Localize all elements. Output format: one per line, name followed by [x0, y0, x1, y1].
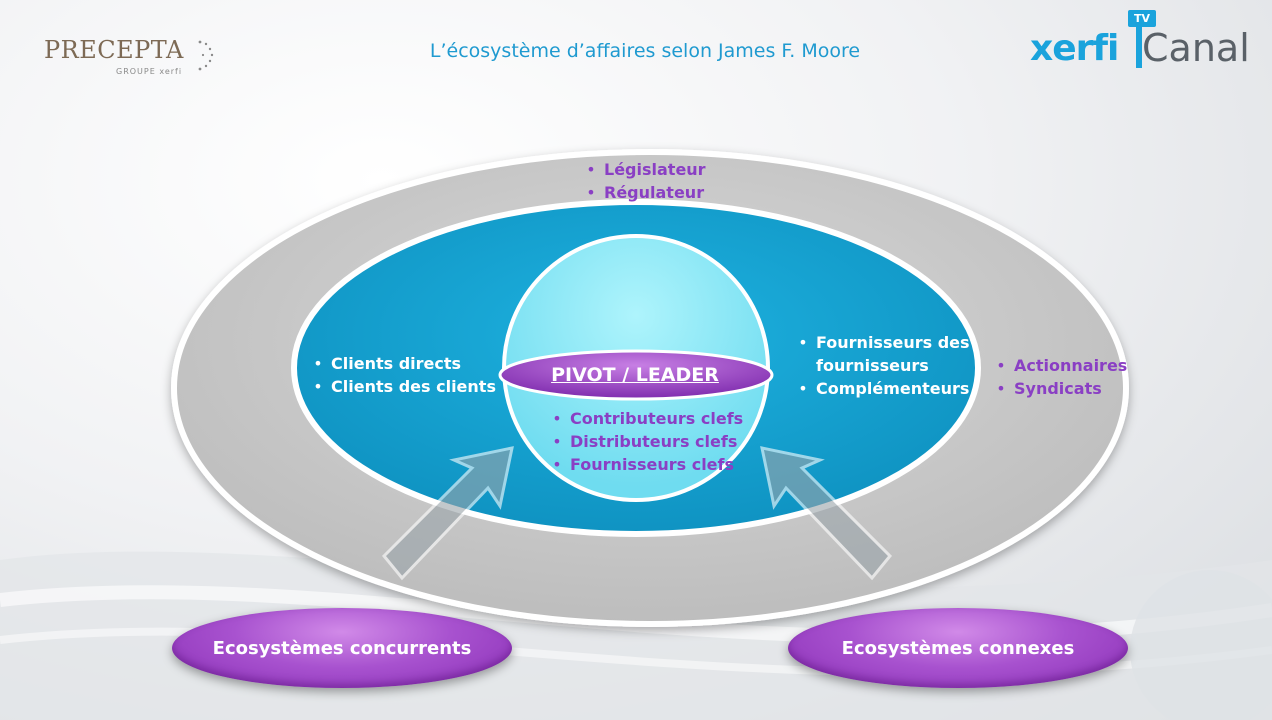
outer-top-list: Législateur Régulateur [578, 158, 706, 204]
list-item: Clients directs [305, 352, 496, 375]
list-item: Fournisseurs clefs [544, 453, 743, 476]
middle-right-list: Fournisseurs des fournisseurs Complément… [790, 331, 980, 400]
core-list: Contributeurs clefs Distributeurs clefs … [544, 407, 743, 476]
competing-ecosystems-pill: Ecosystèmes concurrents [172, 608, 512, 688]
canal-logo-word: Canal [1142, 26, 1250, 70]
related-ecosystems-pill: Ecosystèmes connexes [788, 608, 1128, 688]
list-item: Législateur [578, 158, 706, 181]
precepta-dots-icon [198, 40, 214, 71]
list-item: Clients des clients [305, 375, 496, 398]
related-ecosystems-label: Ecosystèmes connexes [841, 637, 1075, 659]
xerfi-logo-word: xerfi [1030, 28, 1119, 69]
pivot-leader-label: PIVOT / LEADER [551, 364, 719, 386]
arrow-left [381, 446, 514, 581]
tv-badge: TV [1128, 10, 1157, 27]
page-title: L’écosystème d’affaires selon James F. M… [429, 40, 861, 62]
list-item: Fournisseurs des fournisseurs [790, 331, 980, 377]
arrow-right [760, 446, 893, 581]
list-item: Syndicats [988, 377, 1127, 400]
competing-ecosystems-label: Ecosystèmes concurrents [212, 637, 472, 659]
precepta-logo-subtitle: GROUPE xerfi [116, 67, 183, 76]
pivot-leader-lens [498, 349, 774, 401]
outer-right-list: Actionnaires Syndicats [988, 354, 1127, 400]
precepta-logo-text: PRECEPTA [44, 36, 184, 64]
list-item: Actionnaires [988, 354, 1127, 377]
xerfi-canal-logo: xerfi TV Canal [1030, 10, 1266, 72]
list-item: Régulateur [578, 181, 706, 204]
logo-bar [1136, 26, 1142, 68]
precepta-logo: PRECEPTA GROUPE xerfi [44, 36, 234, 82]
list-item: Distributeurs clefs [544, 430, 743, 453]
middle-left-list: Clients directs Clients des clients [305, 352, 496, 398]
list-item: Contributeurs clefs [544, 407, 743, 430]
list-item: Complémenteurs [790, 377, 980, 400]
